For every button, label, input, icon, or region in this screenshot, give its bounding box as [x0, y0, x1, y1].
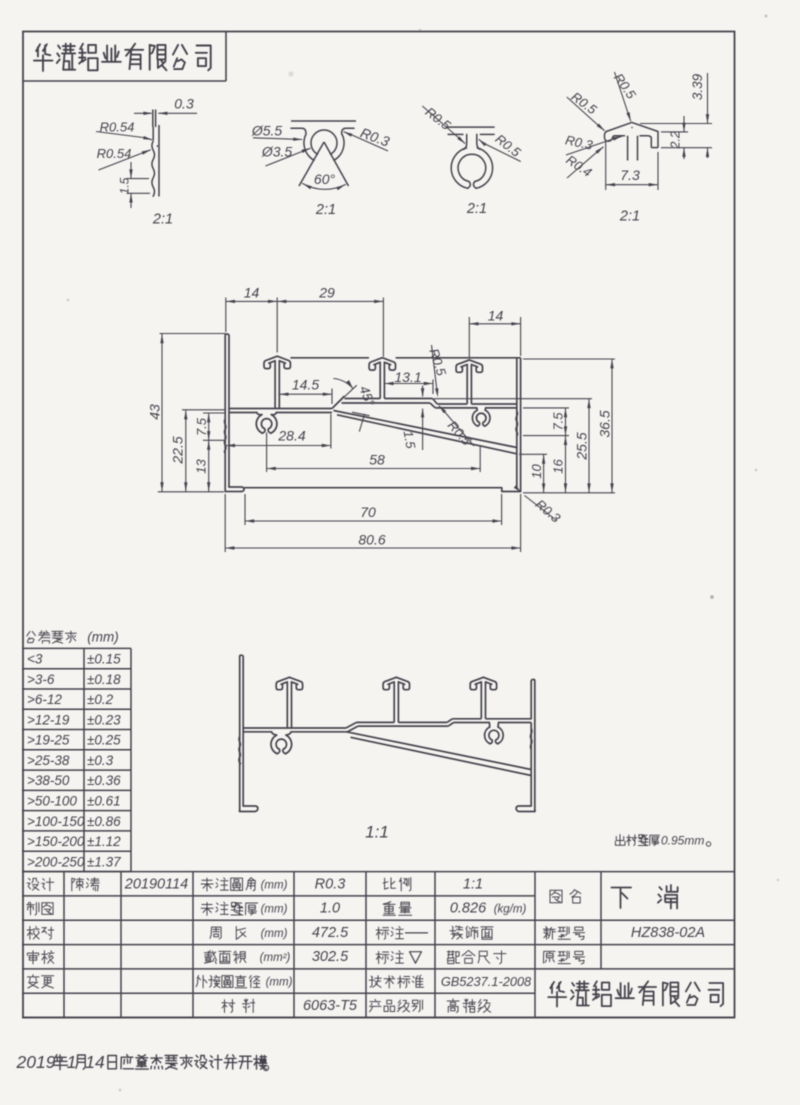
svg-text:60°: 60° [314, 171, 336, 187]
svg-text:0.95mm: 0.95mm [661, 834, 704, 848]
svg-text:2:1: 2:1 [619, 209, 640, 225]
svg-text:0.3: 0.3 [174, 96, 194, 112]
svg-text:(mm): (mm) [261, 928, 288, 940]
svg-text:(mm): (mm) [261, 879, 288, 891]
svg-text:14.5: 14.5 [292, 377, 319, 393]
svg-text:20190114: 20190114 [124, 876, 188, 892]
svg-text:2:1: 2:1 [466, 201, 487, 217]
svg-text:>19-25: >19-25 [27, 733, 70, 748]
svg-text:2:1: 2:1 [152, 212, 173, 228]
svg-text:±1.37: ±1.37 [87, 854, 121, 869]
svg-text:>200-250: >200-250 [27, 854, 85, 869]
svg-text:(mm²): (mm²) [260, 952, 291, 964]
svg-text:>100-150: >100-150 [27, 814, 85, 829]
svg-text:±0.25: ±0.25 [87, 733, 121, 748]
svg-text:±1.12: ±1.12 [87, 834, 121, 849]
svg-text:HZ838-02A: HZ838-02A [631, 925, 705, 941]
svg-text:>12-19: >12-19 [27, 712, 70, 727]
svg-text:28.4: 28.4 [277, 428, 305, 444]
svg-text:1.0: 1.0 [320, 901, 340, 917]
svg-text:>50-100: >50-100 [27, 794, 77, 809]
svg-text:13: 13 [194, 459, 209, 474]
svg-text:GB5237.1-2008: GB5237.1-2008 [441, 974, 532, 989]
svg-text:36.5: 36.5 [597, 410, 613, 437]
svg-text:Ø5.5: Ø5.5 [251, 123, 283, 139]
svg-text:70: 70 [360, 504, 376, 520]
svg-text:1:1: 1:1 [365, 823, 389, 842]
svg-text:14: 14 [488, 308, 504, 324]
svg-text:58: 58 [369, 452, 385, 468]
svg-text:>150-200: >150-200 [27, 834, 85, 849]
svg-text:14: 14 [244, 285, 260, 301]
svg-text:(mm): (mm) [266, 977, 293, 989]
svg-text:16: 16 [551, 459, 566, 474]
svg-text:7.5: 7.5 [194, 417, 209, 436]
svg-text:2:1: 2:1 [315, 202, 336, 218]
svg-text:14: 14 [85, 1052, 105, 1072]
svg-text:80.6: 80.6 [358, 532, 385, 548]
svg-text:10: 10 [529, 464, 544, 479]
svg-text:7.5: 7.5 [551, 412, 566, 431]
svg-text:±0.15: ±0.15 [87, 652, 121, 667]
svg-text:472.5: 472.5 [312, 925, 349, 941]
svg-text:±0.3: ±0.3 [87, 753, 114, 768]
svg-text:±0.23: ±0.23 [87, 712, 121, 727]
svg-text:R0.3: R0.3 [315, 876, 346, 892]
svg-text:43: 43 [147, 404, 163, 420]
svg-text:25.5: 25.5 [574, 432, 590, 460]
svg-text:2.2: 2.2 [669, 131, 683, 149]
svg-text:<3: <3 [27, 652, 43, 667]
svg-text:±0.2: ±0.2 [87, 692, 114, 707]
svg-text:(mm): (mm) [261, 904, 288, 916]
svg-text:13.1: 13.1 [394, 369, 421, 385]
svg-text:302.5: 302.5 [312, 949, 349, 965]
svg-text:>3-6: >3-6 [27, 672, 55, 687]
svg-text:1: 1 [67, 1052, 77, 1072]
svg-text:±0.36: ±0.36 [87, 773, 121, 788]
svg-text:1.5: 1.5 [118, 177, 132, 194]
svg-text::: : [657, 832, 660, 846]
svg-text:0.826: 0.826 [450, 901, 487, 917]
svg-text:±0.18: ±0.18 [87, 672, 121, 687]
svg-text:>38-50: >38-50 [27, 773, 70, 788]
svg-text:>25-38: >25-38 [27, 753, 70, 768]
svg-text:29: 29 [318, 285, 335, 301]
svg-text:2019: 2019 [16, 1052, 56, 1072]
svg-text:±0.86: ±0.86 [87, 814, 121, 829]
svg-text:6063-T5: 6063-T5 [303, 998, 358, 1014]
svg-text:7.3: 7.3 [620, 167, 640, 183]
svg-text:(mm): (mm) [87, 630, 118, 645]
svg-text:22.5: 22.5 [170, 436, 186, 464]
svg-text:±0.61: ±0.61 [87, 794, 121, 809]
svg-text:3.39: 3.39 [690, 73, 705, 100]
svg-text:1:1: 1:1 [463, 876, 483, 892]
svg-text:>6-12: >6-12 [27, 692, 62, 707]
svg-text:(kg/m): (kg/m) [494, 904, 527, 916]
